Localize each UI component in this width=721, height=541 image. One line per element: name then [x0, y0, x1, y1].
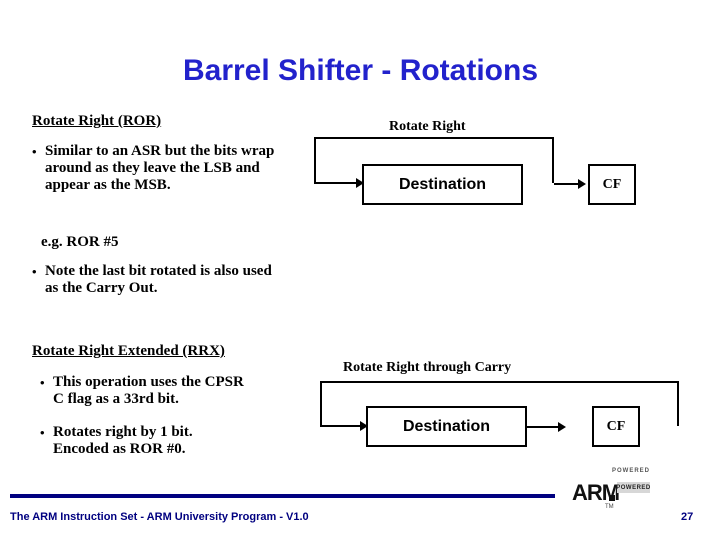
arm-logo-powered-top: POWERED	[611, 468, 650, 474]
footer-divider	[10, 494, 555, 498]
arm-logo: POWERED ARM POWERED TM	[572, 468, 650, 516]
ror-bullet-2: • Note the last bit rotated is also used…	[32, 263, 277, 297]
arm-logo-powered-badge: POWERED	[616, 482, 650, 493]
rrx-wrap-arrow-head	[360, 421, 368, 431]
ror-cf-arrow-head	[578, 179, 586, 189]
rrx-bullet-1-text: This operation uses the CPSR C flag as a…	[53, 374, 244, 407]
page-title: Barrel Shifter - Rotations	[182, 54, 539, 87]
ror-wrap-path	[314, 137, 554, 183]
rrx-destination-box: Destination	[366, 406, 527, 447]
bullet-dot-icon: •	[32, 264, 37, 279]
bullet-dot-icon: •	[32, 144, 37, 159]
ror-cf-arrow-line	[554, 183, 584, 185]
ror-bullet-1-text: Similar to an ASR but the bits wrap arou…	[45, 143, 275, 193]
rrx-bullet-2-text: Rotates right by 1 bit. Encoded as ROR #…	[53, 424, 193, 457]
ror-wrap-arrow-head	[356, 178, 364, 188]
rrx-carry-flag-box: CF	[592, 406, 640, 447]
page-number: 27	[681, 511, 694, 523]
section-heading-rrx: Rotate Right Extended (RRX)	[32, 343, 225, 359]
rrx-diagram-label: Rotate Right through Carry	[343, 360, 512, 375]
rrx-cf-arrow-line	[527, 426, 564, 428]
bullet-dot-icon: •	[40, 375, 45, 390]
arm-logo-square-icon	[609, 495, 615, 501]
rrx-wrap-path	[320, 381, 679, 426]
arm-logo-tm: TM	[605, 504, 614, 510]
rrx-bullet-1: • This operation uses the CPSR C flag as…	[40, 374, 250, 408]
ror-bullet-2-text: Note the last bit rotated is also used a…	[45, 263, 272, 296]
footer-text: The ARM Instruction Set - ARM University…	[10, 511, 309, 523]
bullet-dot-icon: •	[40, 425, 45, 440]
section-heading-ror: Rotate Right (ROR)	[32, 113, 162, 129]
ror-destination-box: Destination	[362, 164, 523, 205]
ror-wrap-arrow-line	[314, 182, 359, 184]
ror-carry-flag-box: CF	[588, 164, 636, 205]
arm-logo-wordmark: ARM	[572, 480, 620, 505]
ror-diagram-label: Rotate Right	[389, 119, 466, 134]
rrx-cf-arrow-head	[558, 422, 566, 432]
ror-example: e.g. ROR #5	[41, 234, 119, 250]
rrx-bullet-2: • Rotates right by 1 bit. Encoded as ROR…	[40, 424, 250, 458]
ror-bullet-1: • Similar to an ASR but the bits wrap ar…	[32, 143, 282, 194]
rrx-wrap-arrow-line	[320, 425, 365, 427]
